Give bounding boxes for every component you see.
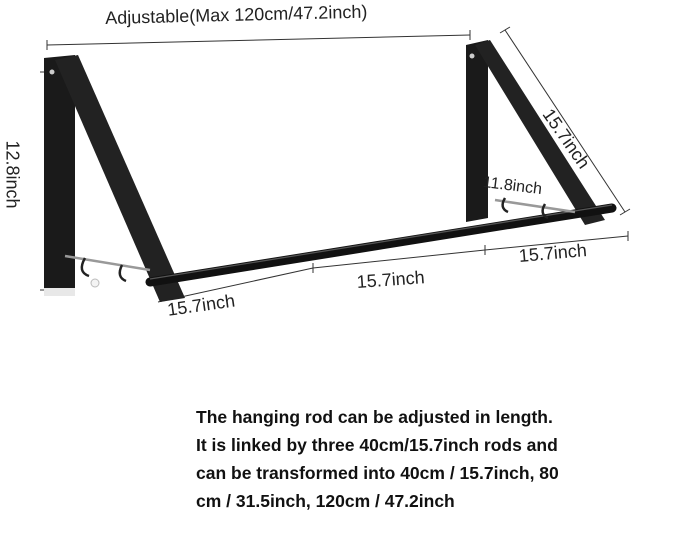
hook-bars — [64, 198, 576, 272]
right-bracket — [466, 40, 605, 225]
caption-line-3: can be transformed into 40cm / 15.7inch,… — [196, 463, 559, 483]
caption-line-1: The hanging rod can be adjusted in lengt… — [196, 407, 553, 427]
hooks — [80, 197, 549, 283]
caption-line-4: cm / 31.5inch, 120cm / 47.2inch — [196, 491, 455, 511]
end-cap — [90, 278, 100, 288]
height-label: 12.8inch — [2, 140, 23, 209]
hanging-rod — [145, 203, 617, 287]
caption-line-2: It is linked by three 40cm/15.7inch rods… — [196, 435, 558, 455]
description-text: The hanging rod can be adjusted in lengt… — [196, 403, 676, 515]
left-bracket — [44, 55, 185, 302]
